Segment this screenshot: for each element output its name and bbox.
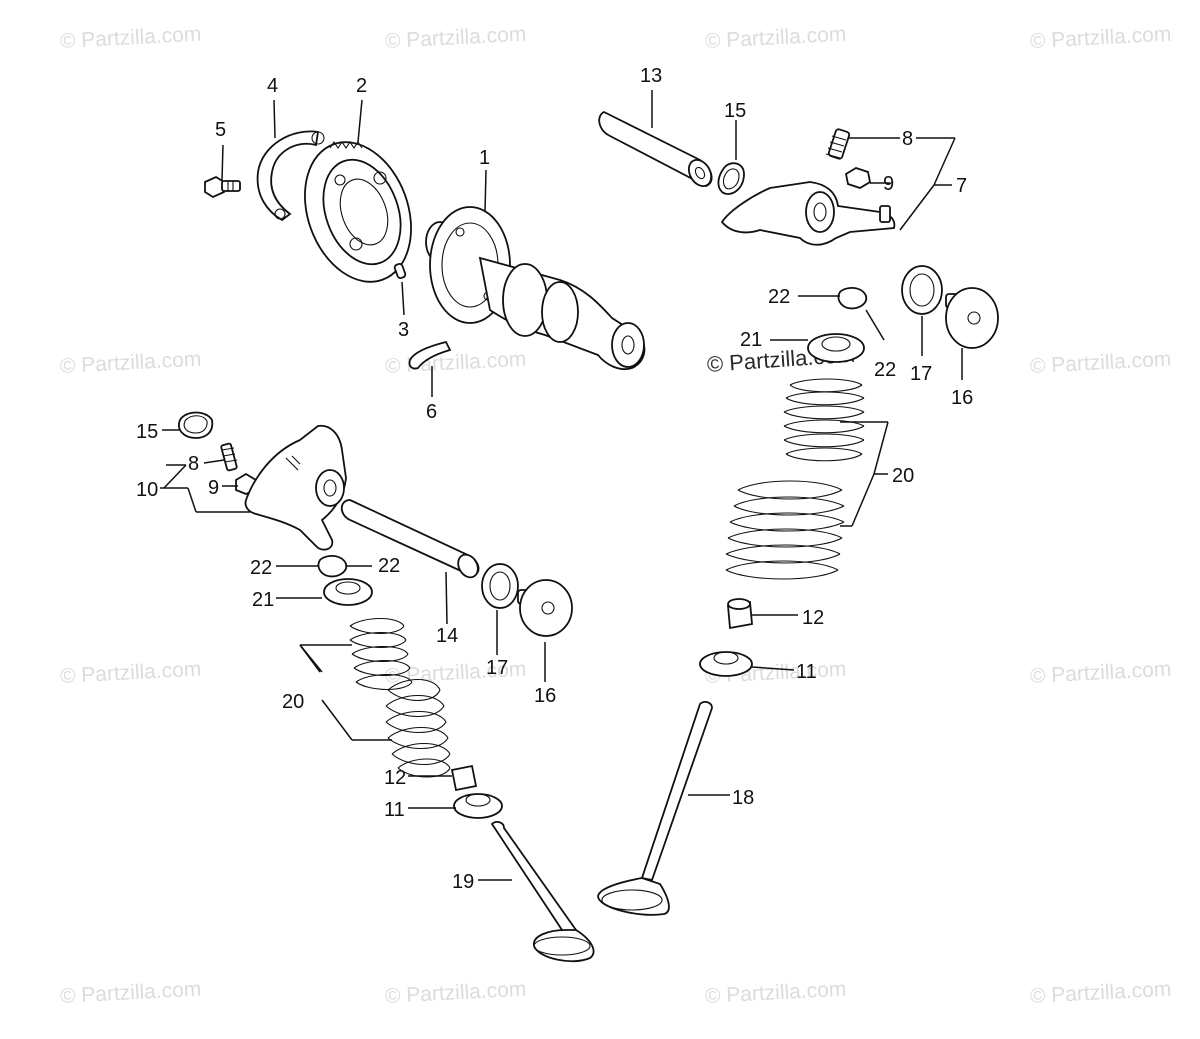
part-circlip bbox=[408, 340, 452, 370]
part-rocker-arm-upper bbox=[720, 181, 896, 246]
part-cap-upper bbox=[945, 287, 999, 349]
callout-9-lower: 9 bbox=[208, 477, 219, 499]
callout-17-lower: 17 bbox=[486, 657, 508, 679]
callout-12-right: 12 bbox=[802, 607, 824, 629]
callout-8-lower: 8 bbox=[188, 453, 199, 475]
callout-7: 7 bbox=[956, 175, 967, 197]
part-adjust-screw-upper bbox=[825, 128, 851, 160]
callout-1: 1 bbox=[479, 147, 490, 169]
callout-15-upper: 15 bbox=[724, 100, 746, 122]
part-spring-seat-left bbox=[453, 793, 503, 819]
part-valve-intake bbox=[490, 821, 595, 963]
callout-15-lower: 15 bbox=[136, 421, 158, 443]
callout-18: 18 bbox=[732, 787, 754, 809]
part-cap-lower bbox=[517, 579, 573, 637]
callout-11-left: 11 bbox=[384, 799, 405, 821]
callout-9-upper: 9 bbox=[883, 173, 894, 195]
callout-8-upper: 8 bbox=[902, 128, 913, 150]
callout-21-left: 21 bbox=[252, 589, 274, 611]
part-valve-springs-right bbox=[725, 378, 865, 580]
callout-11-right: 11 bbox=[796, 661, 817, 683]
callout-labels: 1 2 3 4 5 6 7 8 8 9 9 10 11 11 12 12 13 … bbox=[136, 65, 973, 893]
callout-6: 6 bbox=[426, 401, 437, 423]
part-valve-seal-left bbox=[450, 764, 478, 792]
callout-5: 5 bbox=[215, 119, 226, 141]
callout-12-left: 12 bbox=[384, 767, 406, 789]
part-bolt bbox=[204, 175, 241, 199]
part-oring-thick-lower bbox=[481, 563, 519, 609]
callout-16-lower: 16 bbox=[534, 685, 556, 707]
part-retainer-lower bbox=[323, 578, 373, 606]
callout-22-left-a: 22 bbox=[250, 557, 272, 579]
callout-19: 19 bbox=[452, 871, 474, 893]
part-valve-seal-right bbox=[727, 598, 753, 630]
part-valve-exhaust bbox=[597, 701, 713, 916]
part-dowel-pin bbox=[393, 262, 407, 280]
part-cotter-lower bbox=[317, 555, 348, 578]
part-adjust-screw-lower bbox=[220, 442, 238, 472]
callout-17-upper: 17 bbox=[910, 363, 932, 385]
part-spring-seat-right bbox=[699, 651, 753, 677]
callout-14: 14 bbox=[436, 625, 458, 647]
callout-13: 13 bbox=[640, 65, 662, 87]
callout-3: 3 bbox=[398, 319, 409, 341]
callout-20-right: 20 bbox=[892, 465, 914, 487]
callout-21-right: 21 bbox=[740, 329, 762, 351]
callout-22-left-b: 22 bbox=[378, 555, 400, 577]
part-cam-sprocket bbox=[304, 141, 412, 283]
part-oring-thick-upper bbox=[901, 265, 943, 315]
part-rocker-arm-lower bbox=[244, 424, 347, 551]
part-cam-plate bbox=[256, 130, 325, 222]
part-valve-springs-left bbox=[349, 617, 451, 778]
leader-lines bbox=[160, 90, 963, 881]
part-rocker-shaft-upper bbox=[598, 110, 713, 188]
callout-22-right-a: 22 bbox=[768, 286, 790, 308]
callout-16-upper: 16 bbox=[951, 387, 973, 409]
callout-20-left: 20 bbox=[282, 691, 304, 713]
part-retainer-upper bbox=[807, 333, 865, 363]
part-oring-upper bbox=[717, 162, 745, 195]
callout-4: 4 bbox=[267, 75, 278, 97]
part-camshaft bbox=[425, 206, 646, 370]
callout-10: 10 bbox=[136, 479, 158, 501]
callout-2: 2 bbox=[356, 75, 367, 97]
part-cotter-upper bbox=[837, 287, 868, 310]
part-nut-upper bbox=[844, 167, 872, 189]
part-oring-lower bbox=[178, 411, 214, 439]
part-rocker-shaft-lower bbox=[340, 499, 480, 579]
callout-22-right-b: 22 bbox=[874, 359, 896, 381]
